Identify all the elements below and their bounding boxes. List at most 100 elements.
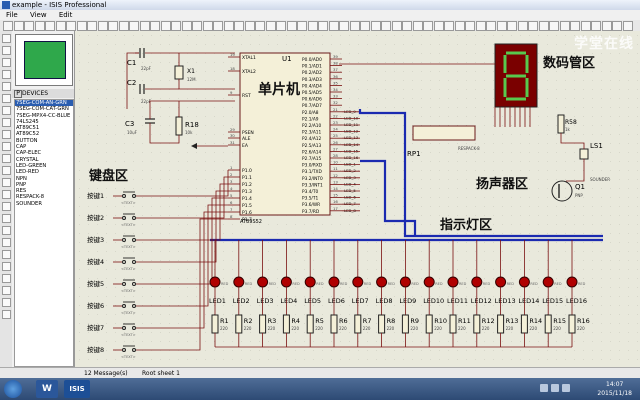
- led-indicator[interactable]: [328, 276, 340, 288]
- key-tag[interactable]: <TEXT>: [121, 333, 136, 337]
- toolbar-button[interactable]: [601, 21, 612, 31]
- led-label[interactable]: LED4: [280, 297, 297, 305]
- led-tag[interactable]: RED: [578, 282, 586, 286]
- led-label[interactable]: LED2: [233, 297, 250, 305]
- mode-tool-button[interactable]: [2, 118, 11, 127]
- capacitor-ref[interactable]: C1: [127, 59, 136, 67]
- clock[interactable]: 14:07 2015/11/18: [597, 380, 632, 398]
- toolbar-button[interactable]: [118, 21, 129, 31]
- toolbar-button[interactable]: [570, 21, 580, 31]
- resistor-val[interactable]: 220: [458, 326, 466, 331]
- toolbar-button[interactable]: [13, 21, 24, 31]
- led-label[interactable]: LED11: [447, 297, 468, 305]
- led-tag[interactable]: RED: [459, 282, 467, 286]
- toolbar-button[interactable]: [517, 21, 528, 31]
- resistor-led[interactable]: [425, 314, 433, 334]
- key-tag[interactable]: <TEXT>: [121, 289, 136, 293]
- toolbar-button[interactable]: [622, 21, 633, 31]
- key-tag[interactable]: <TEXT>: [121, 223, 136, 227]
- capacitor-ref[interactable]: C3: [125, 120, 134, 128]
- led-indicator[interactable]: [209, 276, 221, 288]
- resistor-ref[interactable]: R6: [339, 317, 348, 325]
- crystal-val[interactable]: 12M: [187, 77, 196, 82]
- mode-tool-button[interactable]: [2, 178, 11, 187]
- mode-tool-button[interactable]: [2, 82, 11, 91]
- resistor-ref[interactable]: R13: [506, 317, 519, 325]
- led-tag[interactable]: RED: [292, 282, 300, 286]
- capacitor-val[interactable]: 22pF: [141, 99, 152, 104]
- key-label[interactable]: 按键7: [87, 323, 104, 332]
- transistor-part[interactable]: PNP: [575, 193, 583, 198]
- toolbar-button[interactable]: [591, 21, 601, 31]
- speaker-ls1[interactable]: [579, 148, 589, 160]
- led-tag[interactable]: RED: [316, 282, 324, 286]
- toolbar-button[interactable]: [423, 21, 433, 31]
- device-list-item[interactable]: CRYSTAL: [16, 156, 39, 163]
- resistor-ref[interactable]: R58: [565, 119, 577, 126]
- resistor-ref[interactable]: R9: [410, 317, 419, 325]
- resistor-led[interactable]: [520, 314, 528, 334]
- resistor-ref[interactable]: R7: [363, 317, 372, 325]
- transistor-ref[interactable]: Q1: [575, 183, 585, 191]
- led-indicator[interactable]: [280, 276, 292, 288]
- toolbar-button[interactable]: [76, 21, 87, 31]
- resistor-led[interactable]: [378, 314, 386, 334]
- key-tag[interactable]: <TEXT>: [121, 201, 136, 205]
- toolbar-button[interactable]: [202, 21, 213, 31]
- mode-tool-button[interactable]: [2, 142, 11, 151]
- toolbar-button[interactable]: [391, 21, 402, 31]
- toolbar-button[interactable]: [139, 21, 150, 31]
- key-switch[interactable]: [122, 216, 126, 220]
- taskbar-isis[interactable]: ISIS: [64, 380, 90, 398]
- mcu-ref[interactable]: U1: [282, 55, 292, 63]
- toolbar-button[interactable]: [486, 21, 496, 31]
- device-list-item[interactable]: AT89C51: [16, 125, 40, 132]
- mode-tool-button[interactable]: [2, 202, 11, 211]
- led-tag[interactable]: RED: [340, 282, 348, 286]
- device-list-item[interactable]: 7SEG-COM-CAT-GRN: [16, 106, 69, 113]
- toolbar-button[interactable]: [171, 21, 181, 31]
- key-label[interactable]: 按键5: [87, 279, 104, 288]
- led-label[interactable]: LED15: [542, 297, 563, 305]
- led-label[interactable]: LED12: [471, 297, 492, 305]
- resistor-led[interactable]: [211, 314, 219, 334]
- led-tag[interactable]: RED: [530, 282, 538, 286]
- resistor-ref[interactable]: R8: [387, 317, 396, 325]
- toolbar-button[interactable]: [276, 21, 286, 31]
- toolbar-button[interactable]: [34, 21, 45, 31]
- toolbar-button[interactable]: [160, 21, 171, 31]
- led-tag[interactable]: RED: [411, 282, 419, 286]
- resistor-led[interactable]: [568, 314, 576, 334]
- device-list-item[interactable]: PNP: [16, 181, 27, 188]
- key-switch[interactable]: [122, 326, 126, 330]
- led-tag[interactable]: RED: [507, 282, 515, 286]
- device-list-item[interactable]: CAP: [16, 144, 27, 151]
- device-list-item[interactable]: 74LS245: [16, 118, 39, 125]
- toolbar-button[interactable]: [108, 21, 118, 31]
- led-indicator[interactable]: [233, 276, 245, 288]
- toolbar-button[interactable]: [66, 21, 76, 31]
- led-tag[interactable]: RED: [269, 282, 277, 286]
- mode-tool-button[interactable]: [2, 94, 11, 103]
- resistor-val[interactable]: 220: [315, 326, 323, 331]
- led-indicator[interactable]: [304, 276, 316, 288]
- toolbar-button[interactable]: [612, 21, 622, 31]
- led-indicator[interactable]: [542, 276, 554, 288]
- led-tag[interactable]: RED: [483, 282, 491, 286]
- key-switch[interactable]: [122, 260, 126, 264]
- device-list-item[interactable]: 7SEG-COM-AN-GRN: [15, 100, 73, 107]
- device-list-item[interactable]: NPN: [16, 175, 27, 182]
- key-switch[interactable]: [122, 348, 126, 352]
- key-label[interactable]: 按键3: [87, 235, 104, 244]
- key-label[interactable]: 按键2: [87, 213, 104, 222]
- resistor-r58[interactable]: [557, 114, 565, 134]
- resistor-led[interactable]: [330, 314, 338, 334]
- device-list-item[interactable]: LED-GREEN: [16, 162, 47, 169]
- resistor-val[interactable]: 220: [387, 326, 395, 331]
- resistor-led[interactable]: [235, 314, 243, 334]
- resistor-val[interactable]: 220: [482, 326, 490, 331]
- led-indicator[interactable]: [257, 276, 269, 288]
- resistor-ref[interactable]: R18: [185, 121, 199, 129]
- led-label[interactable]: LED7: [352, 297, 369, 305]
- led-indicator[interactable]: [399, 276, 411, 288]
